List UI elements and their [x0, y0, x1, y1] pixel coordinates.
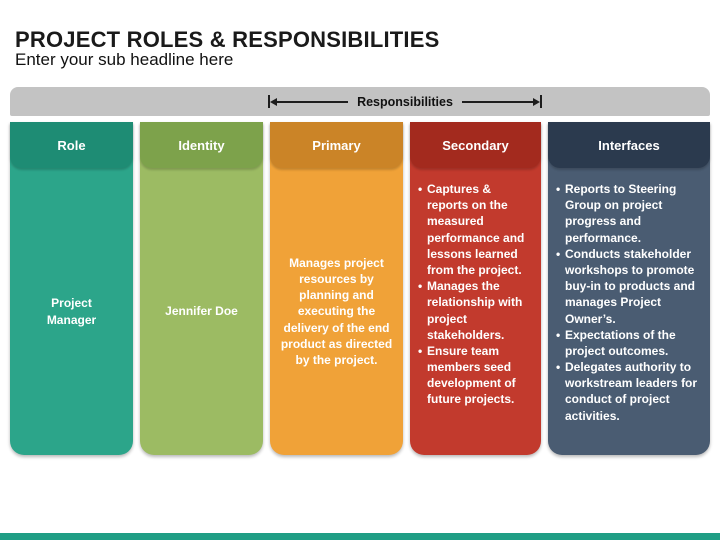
bullet-item: Expectations of the project outcomes. [556, 327, 702, 359]
column-role-header-label: Role [57, 137, 86, 153]
responsibilities-label: Responsibilities [357, 94, 453, 109]
column-interfaces-header: Interfaces [548, 122, 710, 168]
responsibilities-band: Responsibilities [10, 87, 710, 116]
identity-value-text: Jennifer Doe [165, 304, 238, 319]
arrow-right-line [461, 100, 534, 103]
column-interfaces-header-label: Interfaces [598, 137, 660, 153]
column-role-body: Project Manager [10, 168, 133, 455]
page-title: PROJECT ROLES & RESPONSIBILITIES [15, 26, 440, 52]
column-primary-body: Manages project resources by planning an… [270, 168, 403, 455]
arrow-left-tick [268, 95, 270, 108]
responsibilities-span-arrow: Responsibilities [268, 87, 543, 116]
columns-row: Role Project Manager Identity Jennifer D… [10, 122, 710, 455]
role-value-text: Project Manager [46, 296, 97, 327]
bullet-item: Reports to Steering Group on project pro… [556, 181, 702, 246]
column-primary-header: Primary [270, 122, 403, 168]
column-primary: Primary Manages project resources by pla… [270, 122, 403, 455]
column-identity-body: Jennifer Doe [140, 168, 263, 455]
bullet-item: Delegates authority to workstream leader… [556, 359, 702, 424]
column-secondary-header: Secondary [410, 122, 541, 168]
page-subtitle: Enter your sub headline here [15, 50, 234, 69]
interfaces-bullet-list: Reports to Steering Group on project pro… [556, 181, 702, 424]
footer-accent-bar [0, 533, 720, 540]
column-primary-header-label: Primary [312, 137, 361, 153]
secondary-bullet-list: Captures & reports on the measured perfo… [418, 181, 533, 408]
column-role-header: Role [10, 122, 133, 168]
column-secondary: Secondary Captures & reports on the meas… [410, 122, 541, 455]
bullet-item: Captures & reports on the measured perfo… [418, 181, 533, 278]
bullet-item: Ensure team members seed development of … [418, 343, 533, 408]
column-secondary-header-label: Secondary [442, 137, 509, 153]
column-interfaces: Interfaces Reports to Steering Group on … [548, 122, 710, 455]
column-role: Role Project Manager [10, 122, 133, 455]
column-identity-header-label: Identity [178, 137, 225, 153]
column-interfaces-body: Reports to Steering Group on project pro… [548, 168, 710, 455]
arrow-left-head-icon [270, 97, 277, 106]
column-secondary-body: Captures & reports on the measured perfo… [410, 168, 541, 455]
primary-responsibility-text: Manages project resources by planning an… [280, 255, 393, 367]
column-identity-header: Identity [140, 122, 263, 168]
bullet-item: Manages the relationship with project st… [418, 278, 533, 343]
column-identity: Identity Jennifer Doe [140, 122, 263, 455]
bullet-item: Conducts stakeholder workshops to promot… [556, 246, 702, 327]
arrow-right-tick [540, 95, 543, 108]
arrow-left-line [277, 100, 349, 103]
arrow-right-head-icon [533, 97, 541, 106]
